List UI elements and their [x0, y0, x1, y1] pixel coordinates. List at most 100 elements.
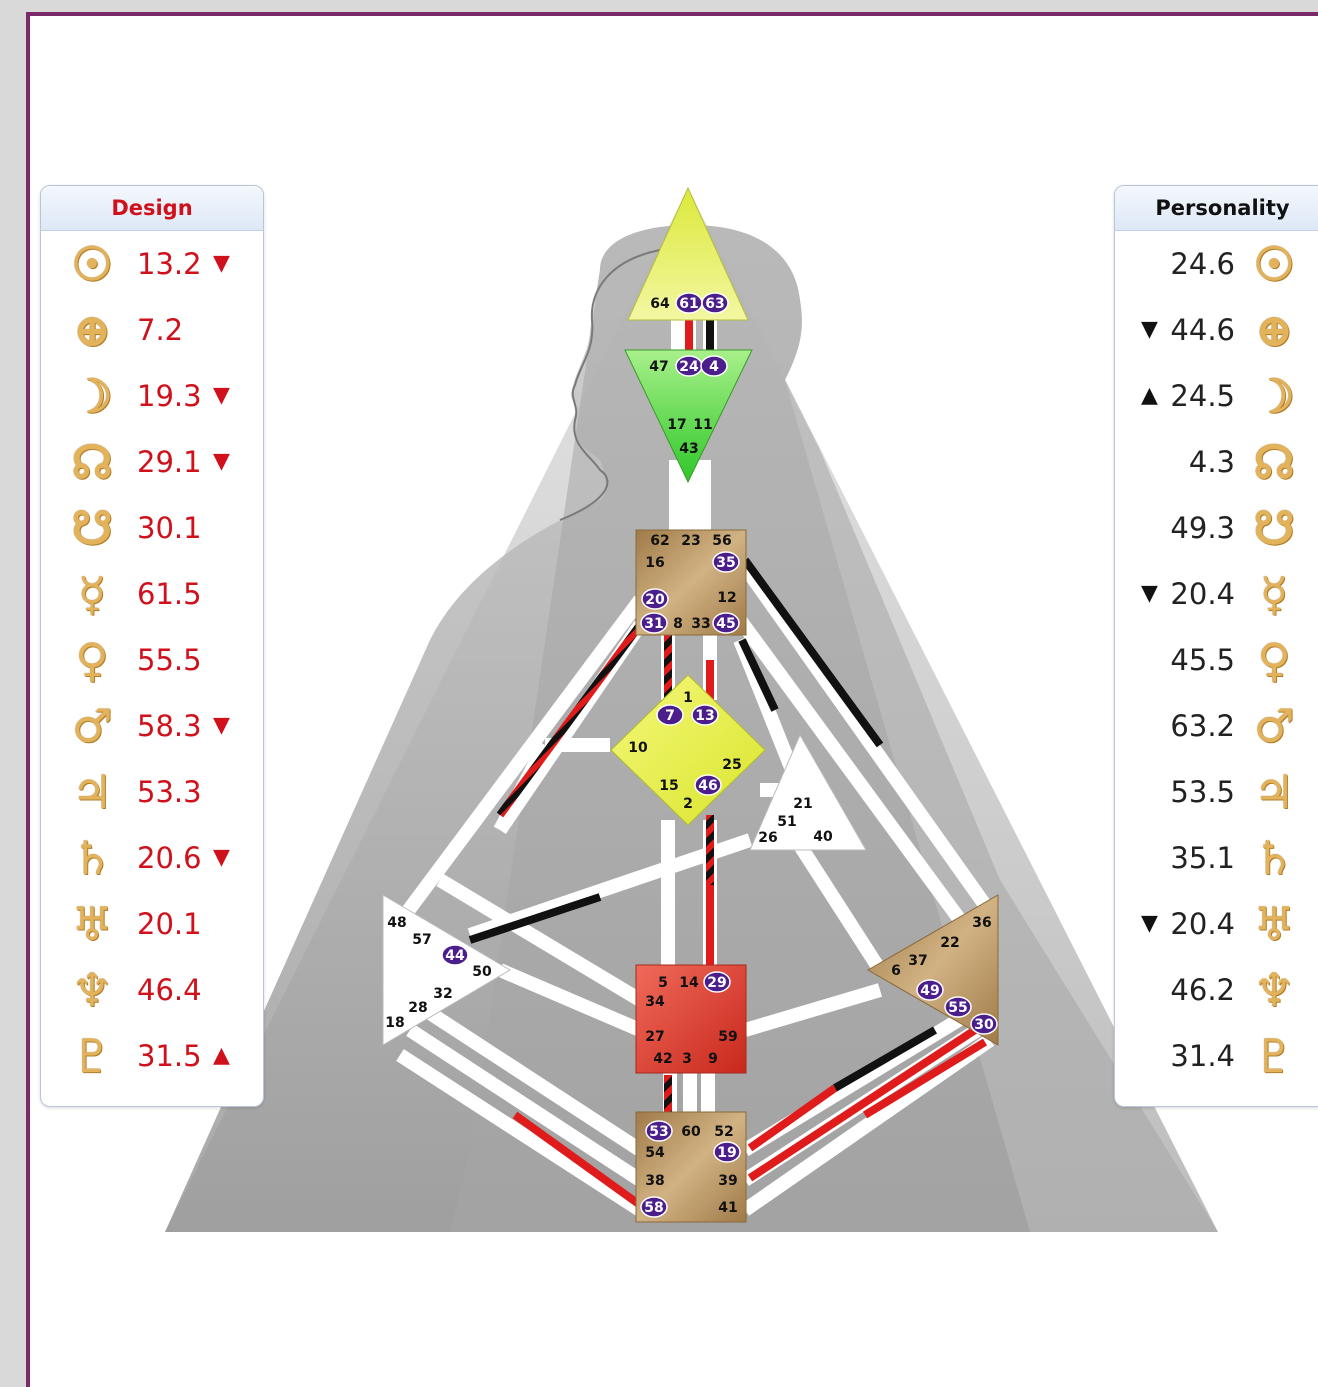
gate-9: 9 — [708, 1051, 718, 1067]
gate-52: 52 — [714, 1124, 733, 1140]
pluto-icon: ♇ — [71, 1029, 113, 1083]
gate-54: 54 — [645, 1145, 665, 1161]
gate-line-value: 20.1 — [137, 907, 202, 941]
personality-row: ☉24.6 — [1115, 234, 1318, 294]
gate-42: 42 — [653, 1051, 672, 1067]
gate-56: 56 — [712, 533, 731, 549]
gate-6: 6 — [891, 963, 901, 979]
personality-row: ☿20.4▼ — [1115, 564, 1318, 624]
svg-text:8: 8 — [673, 616, 683, 632]
gate-5: 5 — [658, 975, 668, 991]
design-row: ☊ 29.1 ▼ — [41, 432, 263, 492]
gate-line-value: 58.3 — [137, 709, 202, 743]
gate-37: 37 — [908, 953, 927, 969]
gate-49-active: 49 — [916, 979, 944, 1001]
gate-line-value: 29.1 — [137, 445, 202, 479]
design-row: ♆46.4 — [41, 960, 263, 1020]
saturn-icon: ♄ — [1253, 831, 1295, 885]
gate-line-value: 35.1 — [1170, 841, 1235, 875]
pluto-icon: ♇ — [1253, 1029, 1295, 1083]
svg-text:61: 61 — [679, 296, 698, 312]
svg-text:5: 5 — [658, 975, 668, 991]
gate-line-value: 20.4 — [1170, 907, 1235, 941]
gate-line-value: 24.5 — [1170, 379, 1235, 413]
svg-text:6: 6 — [891, 963, 901, 979]
activations — [468, 320, 988, 1209]
gate-63-active: 63 — [701, 292, 729, 314]
gate-20-active: 20 — [641, 588, 669, 610]
design-row: ☋30.1 — [41, 498, 263, 558]
svg-text:43: 43 — [679, 441, 698, 457]
svg-text:51: 51 — [777, 814, 796, 830]
gate-39: 39 — [718, 1173, 737, 1189]
gate-22: 22 — [940, 935, 959, 951]
gate-41: 41 — [718, 1200, 737, 1216]
svg-text:49: 49 — [920, 983, 939, 999]
gate-29-active: 29 — [703, 971, 731, 993]
gate-34: 34 — [645, 994, 665, 1010]
heart-center — [749, 733, 867, 851]
spleen-center — [382, 894, 511, 1046]
svg-text:21: 21 — [793, 796, 812, 812]
svg-text:24: 24 — [679, 359, 699, 375]
gate-line-value: 53.3 — [137, 775, 202, 809]
earth-icon: ⊕ — [72, 303, 112, 357]
personality-panel-title: Personality — [1115, 186, 1318, 231]
personality-row: ⊕44.6▼ — [1115, 300, 1318, 360]
gate-36: 36 — [972, 915, 991, 931]
gate-2: 2 — [683, 796, 693, 812]
svg-text:37: 37 — [908, 953, 927, 969]
gate-line-value: 24.6 — [1170, 247, 1235, 281]
gate-55-active: 55 — [944, 996, 972, 1018]
gate-64: 64 — [650, 296, 670, 312]
svg-text:1: 1 — [683, 690, 693, 706]
gate-62: 62 — [650, 533, 669, 549]
fixation-arrow: ▼ — [213, 251, 230, 276]
svg-text:3: 3 — [682, 1051, 692, 1067]
north-node-icon: ☊ — [71, 435, 113, 489]
fixation-arrow: ▼ — [1141, 911, 1158, 936]
gate-24-active: 24 — [675, 355, 703, 377]
gate-line-value: 45.5 — [1170, 643, 1235, 677]
gate-16: 16 — [645, 555, 664, 571]
fixation-arrow: ▼ — [213, 449, 230, 474]
personality-row: ♅ 20.4 ▼ — [1115, 894, 1318, 954]
design-row: ♂58.3▼ — [41, 696, 263, 756]
design-row: ☉13.2▼ — [41, 234, 263, 294]
svg-text:32: 32 — [433, 986, 452, 1002]
uranus-icon: ♅ — [1253, 897, 1295, 951]
svg-text:39: 39 — [718, 1173, 737, 1189]
personality-panel: Personality ☉24.6⊕44.6▼☽24.5▲☊4.3☋49.3☿2… — [1114, 185, 1318, 1107]
personality-row: ♃53.5 — [1115, 762, 1318, 822]
svg-text:23: 23 — [681, 533, 700, 549]
gate-43: 43 — [679, 441, 698, 457]
gate-7-active: 7 — [656, 704, 684, 726]
svg-text:41: 41 — [718, 1200, 737, 1216]
svg-text:38: 38 — [645, 1173, 664, 1189]
gate-12: 12 — [717, 590, 736, 606]
svg-text:47: 47 — [649, 359, 668, 375]
fixation-arrow: ▼ — [1141, 317, 1158, 342]
mars-icon: ♂ — [1253, 699, 1295, 753]
gate-50: 50 — [472, 964, 492, 980]
svg-text:57: 57 — [412, 932, 431, 948]
gate-line-value: 19.3 — [137, 379, 202, 413]
gate-18: 18 — [385, 1015, 404, 1031]
fixation-arrow: ▼ — [213, 845, 230, 870]
gate-47: 47 — [649, 359, 668, 375]
gate-51: 51 — [777, 814, 796, 830]
svg-text:40: 40 — [813, 829, 833, 845]
svg-text:15: 15 — [659, 778, 678, 794]
sun-icon: ☉ — [71, 237, 113, 291]
gate-14: 14 — [679, 975, 699, 991]
svg-text:48: 48 — [387, 915, 406, 931]
svg-text:7: 7 — [665, 708, 675, 724]
fixation-arrow: ▲ — [213, 1043, 230, 1068]
gate-line-value: 31.4 — [1170, 1039, 1235, 1073]
gate-8: 8 — [673, 616, 683, 632]
svg-text:52: 52 — [714, 1124, 733, 1140]
gate-32: 32 — [433, 986, 452, 1002]
ajna-center — [624, 349, 753, 484]
